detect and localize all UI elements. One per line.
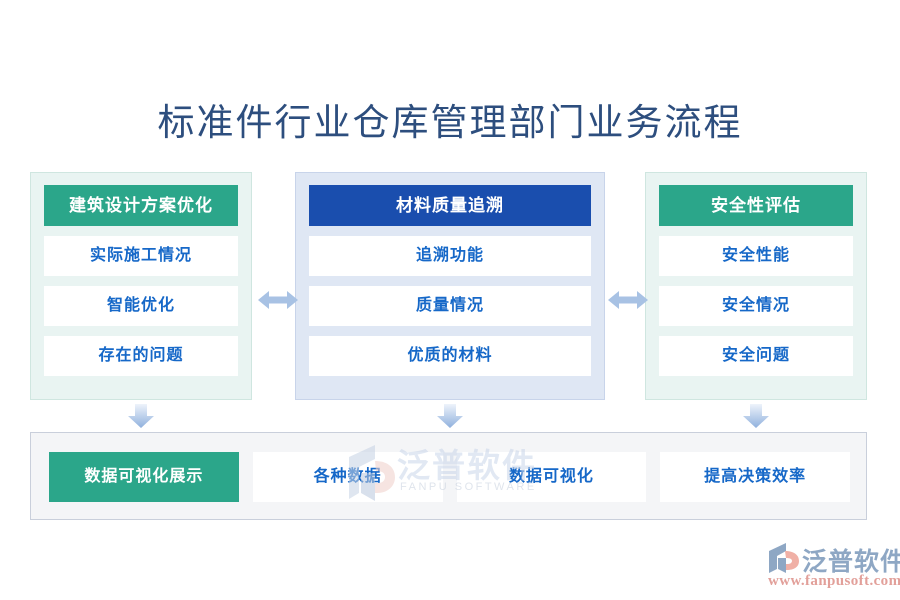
- bottom-item-4: 提高决策效率: [660, 452, 850, 502]
- page-title: 标准件行业仓库管理部门业务流程: [157, 103, 743, 144]
- column-1-item-3: 存在的问题: [44, 336, 238, 376]
- flow-columns: 建筑设计方案优化 实际施工情况 智能优化 存在的问题 材料质量追溯 追溯功能 质…: [0, 172, 900, 400]
- column-1-item-1: 实际施工情况: [44, 236, 238, 276]
- corner-logo: 泛普软件 www.fanpusoft.com: [766, 540, 900, 592]
- column-3-item-1: 安全性能: [659, 236, 853, 276]
- flow-column-3: 安全性评估 安全性能 安全情况 安全问题: [645, 172, 867, 400]
- flow-column-2: 材料质量追溯 追溯功能 质量情况 优质的材料: [295, 172, 605, 400]
- bottom-item-1: 数据可视化展示: [49, 452, 239, 502]
- column-2-item-2: 质量情况: [309, 286, 591, 326]
- fanpu-logo-icon: [766, 542, 800, 574]
- down-arrow-icon-2: [437, 404, 463, 428]
- column-2-item-1: 追溯功能: [309, 236, 591, 276]
- column-header-3: 安全性评估: [659, 185, 853, 226]
- flow-column-1: 建筑设计方案优化 实际施工情况 智能优化 存在的问题: [30, 172, 252, 400]
- column-2-item-3: 优质的材料: [309, 336, 591, 376]
- column-3-item-2: 安全情况: [659, 286, 853, 326]
- logo-url: www.fanpusoft.com: [768, 573, 900, 589]
- logo-text: 泛普软件: [802, 548, 900, 576]
- bottom-item-3: 数据可视化: [456, 452, 647, 502]
- double-arrow-icon-right: [608, 288, 648, 312]
- bottom-band: 数据可视化展示 各种数据 数据可视化 提高决策效率: [30, 432, 867, 520]
- column-header-2: 材料质量追溯: [309, 185, 591, 226]
- down-arrow-icon-3: [743, 404, 769, 428]
- bottom-items: 数据可视化展示 各种数据 数据可视化 提高决策效率: [49, 452, 850, 502]
- double-arrow-icon-left: [258, 288, 298, 312]
- column-1-item-2: 智能优化: [44, 286, 238, 326]
- bottom-item-2: 各种数据: [252, 452, 443, 502]
- column-header-1: 建筑设计方案优化: [44, 185, 238, 226]
- down-arrow-icon-1: [128, 404, 154, 428]
- column-3-item-3: 安全问题: [659, 336, 853, 376]
